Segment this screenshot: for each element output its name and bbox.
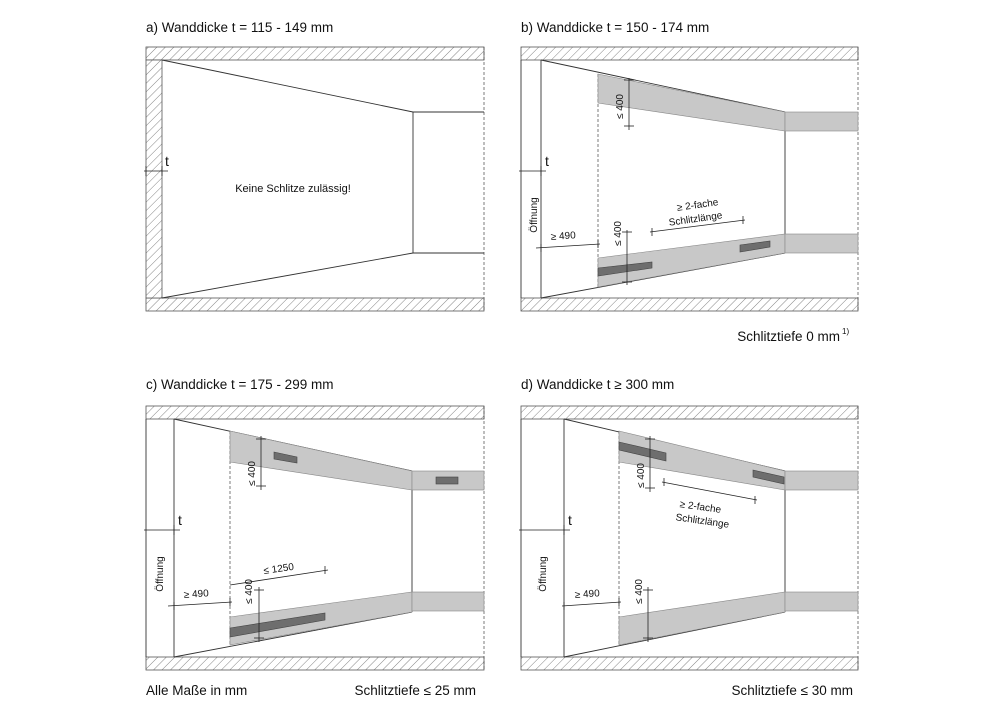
thickness-label: t: [178, 512, 182, 528]
wall-slot: [752, 469, 785, 485]
slot-zone-bottom-end: [784, 233, 859, 254]
ceiling-slab: [145, 405, 485, 420]
slot-depth-label-d: Schlitztiefe ≤ 30 mm: [732, 683, 853, 698]
dimension-lines: [519, 436, 758, 642]
slot-zone-bottom: [618, 591, 786, 646]
no-slots-note: Keine Schlitze zulässig!: [235, 183, 351, 195]
max-height-top-label: ≤ 400: [247, 461, 258, 486]
slot-depth-label-c: Schlitztiefe ≤ 25 mm: [355, 683, 476, 698]
opening-label: Öffnung: [537, 556, 549, 591]
max-height-bottom-label: ≤ 400: [244, 579, 255, 604]
max-height-top-label: ≤ 400: [615, 94, 626, 119]
floor-slab: [145, 656, 485, 671]
panel-c: c) Wanddicke t = 175 - 299 mm: [144, 377, 485, 671]
wall-slot: [229, 612, 326, 638]
ceiling-slab: [520, 46, 859, 61]
dimension-lines: [519, 78, 746, 285]
floor-slab: [520, 297, 859, 312]
dimension-lines: [144, 436, 329, 642]
slot-zone-top-end: [784, 111, 859, 132]
opening-label: Öffnung: [528, 197, 540, 232]
side-wall: [145, 59, 163, 299]
panel-c-title: c) Wanddicke t = 175 - 299 mm: [146, 377, 333, 392]
panel-a: a) Wanddicke t = 115 - 149 mm t Keine Sc…: [144, 20, 485, 312]
ceiling-slab: [145, 46, 485, 61]
min-distance-label: ≥ 490: [550, 230, 576, 243]
min-distance-label: ≥ 490: [574, 588, 600, 601]
thickness-label: t: [545, 153, 549, 169]
footnote-marker: 1): [842, 327, 849, 336]
panel-d: d) Wanddicke t ≥ 300 mm: [519, 377, 859, 671]
wall-slot: [273, 451, 298, 464]
slot-zone-top-end: [784, 470, 859, 491]
thickness-label: t: [568, 512, 572, 528]
max-height-top-label: ≤ 400: [636, 463, 647, 488]
slot-zone-bottom-end: [784, 591, 859, 612]
panel-a-title: a) Wanddicke t = 115 - 149 mm: [146, 20, 333, 35]
panel-b-title: b) Wanddicke t = 150 - 174 mm: [521, 20, 709, 35]
slot-depth-label: Schlitztiefe 0 mm: [737, 329, 840, 344]
spacing-label-line2: Schlitzlänge: [675, 512, 730, 530]
max-height-bottom-label: ≤ 400: [634, 579, 645, 604]
max-height-bottom-label: ≤ 400: [613, 221, 624, 246]
slot-zone-bottom: [597, 233, 786, 288]
thickness-label: t: [165, 153, 169, 169]
panel-b: b) Wanddicke t = 150 - 174 mm: [519, 20, 859, 344]
opening-label: Öffnung: [154, 556, 166, 591]
floor-slab: [145, 297, 485, 312]
wall-slot: [597, 261, 653, 277]
wall-slot: [739, 240, 771, 253]
thickness-dimension: [144, 166, 168, 176]
units-note: Alle Maße in mm: [146, 683, 247, 698]
slot-zone-top: [597, 73, 786, 132]
ceiling-slab: [520, 405, 859, 420]
slot-zone-bottom-end: [411, 591, 485, 612]
panel-d-title: d) Wanddicke t ≥ 300 mm: [521, 377, 674, 392]
room-perspective: [161, 59, 484, 299]
wall-slot: [435, 476, 459, 485]
floor-slab: [520, 656, 859, 671]
min-distance-label: ≥ 490: [183, 588, 209, 601]
max-length-label: ≤ 1250: [263, 562, 295, 577]
